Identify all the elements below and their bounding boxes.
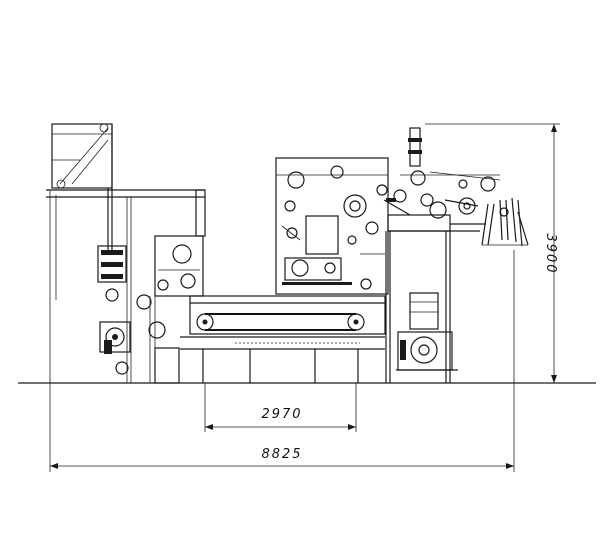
left-feeder-frame xyxy=(46,123,206,383)
mid-left-cabinet xyxy=(149,235,204,384)
fan-motor-unit xyxy=(396,292,458,371)
conveyor-belt xyxy=(180,295,386,383)
folding-plaiter xyxy=(481,197,529,247)
overall-length-dimension xyxy=(49,250,515,472)
belt-length-dimension xyxy=(204,383,357,432)
belt-length-label: 2970 xyxy=(261,407,302,422)
left-drive-cluster xyxy=(97,245,166,375)
right-upper-structure xyxy=(376,127,501,232)
height-dimension-label: 3900 xyxy=(543,233,558,274)
central-tower xyxy=(275,157,389,295)
overall-length-label: 8825 xyxy=(261,447,302,462)
right-support xyxy=(385,231,451,383)
height-dimension xyxy=(425,123,560,384)
